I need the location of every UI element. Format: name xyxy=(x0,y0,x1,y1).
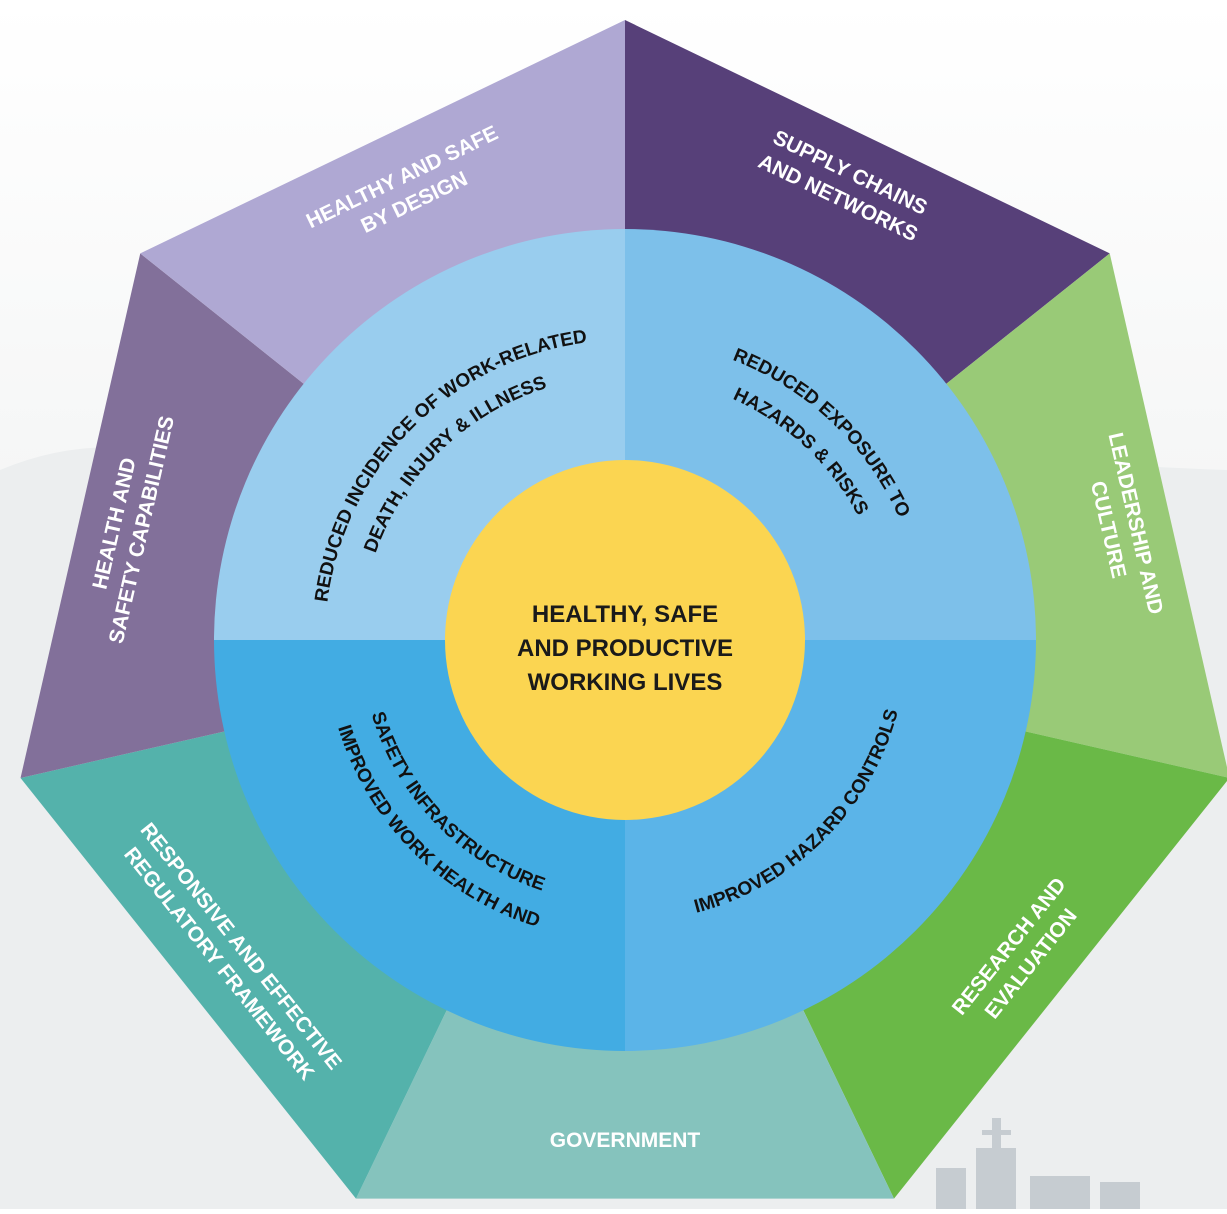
centre-circle-group: HEALTHY, SAFE AND PRODUCTIVE WORKING LIV… xyxy=(445,460,805,820)
building-silhouette-icon xyxy=(936,1118,1140,1209)
centre-circle xyxy=(445,460,805,820)
action-area-label-4-line-1: GOVERNMENT xyxy=(550,1129,701,1152)
centre-label-line-2: AND PRODUCTIVE xyxy=(517,635,733,662)
centre-label-line-3: WORKING LIVES xyxy=(528,669,723,696)
action-area-label-4: GOVERNMENT xyxy=(550,1129,701,1152)
centre-label-line-1: HEALTHY, SAFE xyxy=(532,601,718,628)
